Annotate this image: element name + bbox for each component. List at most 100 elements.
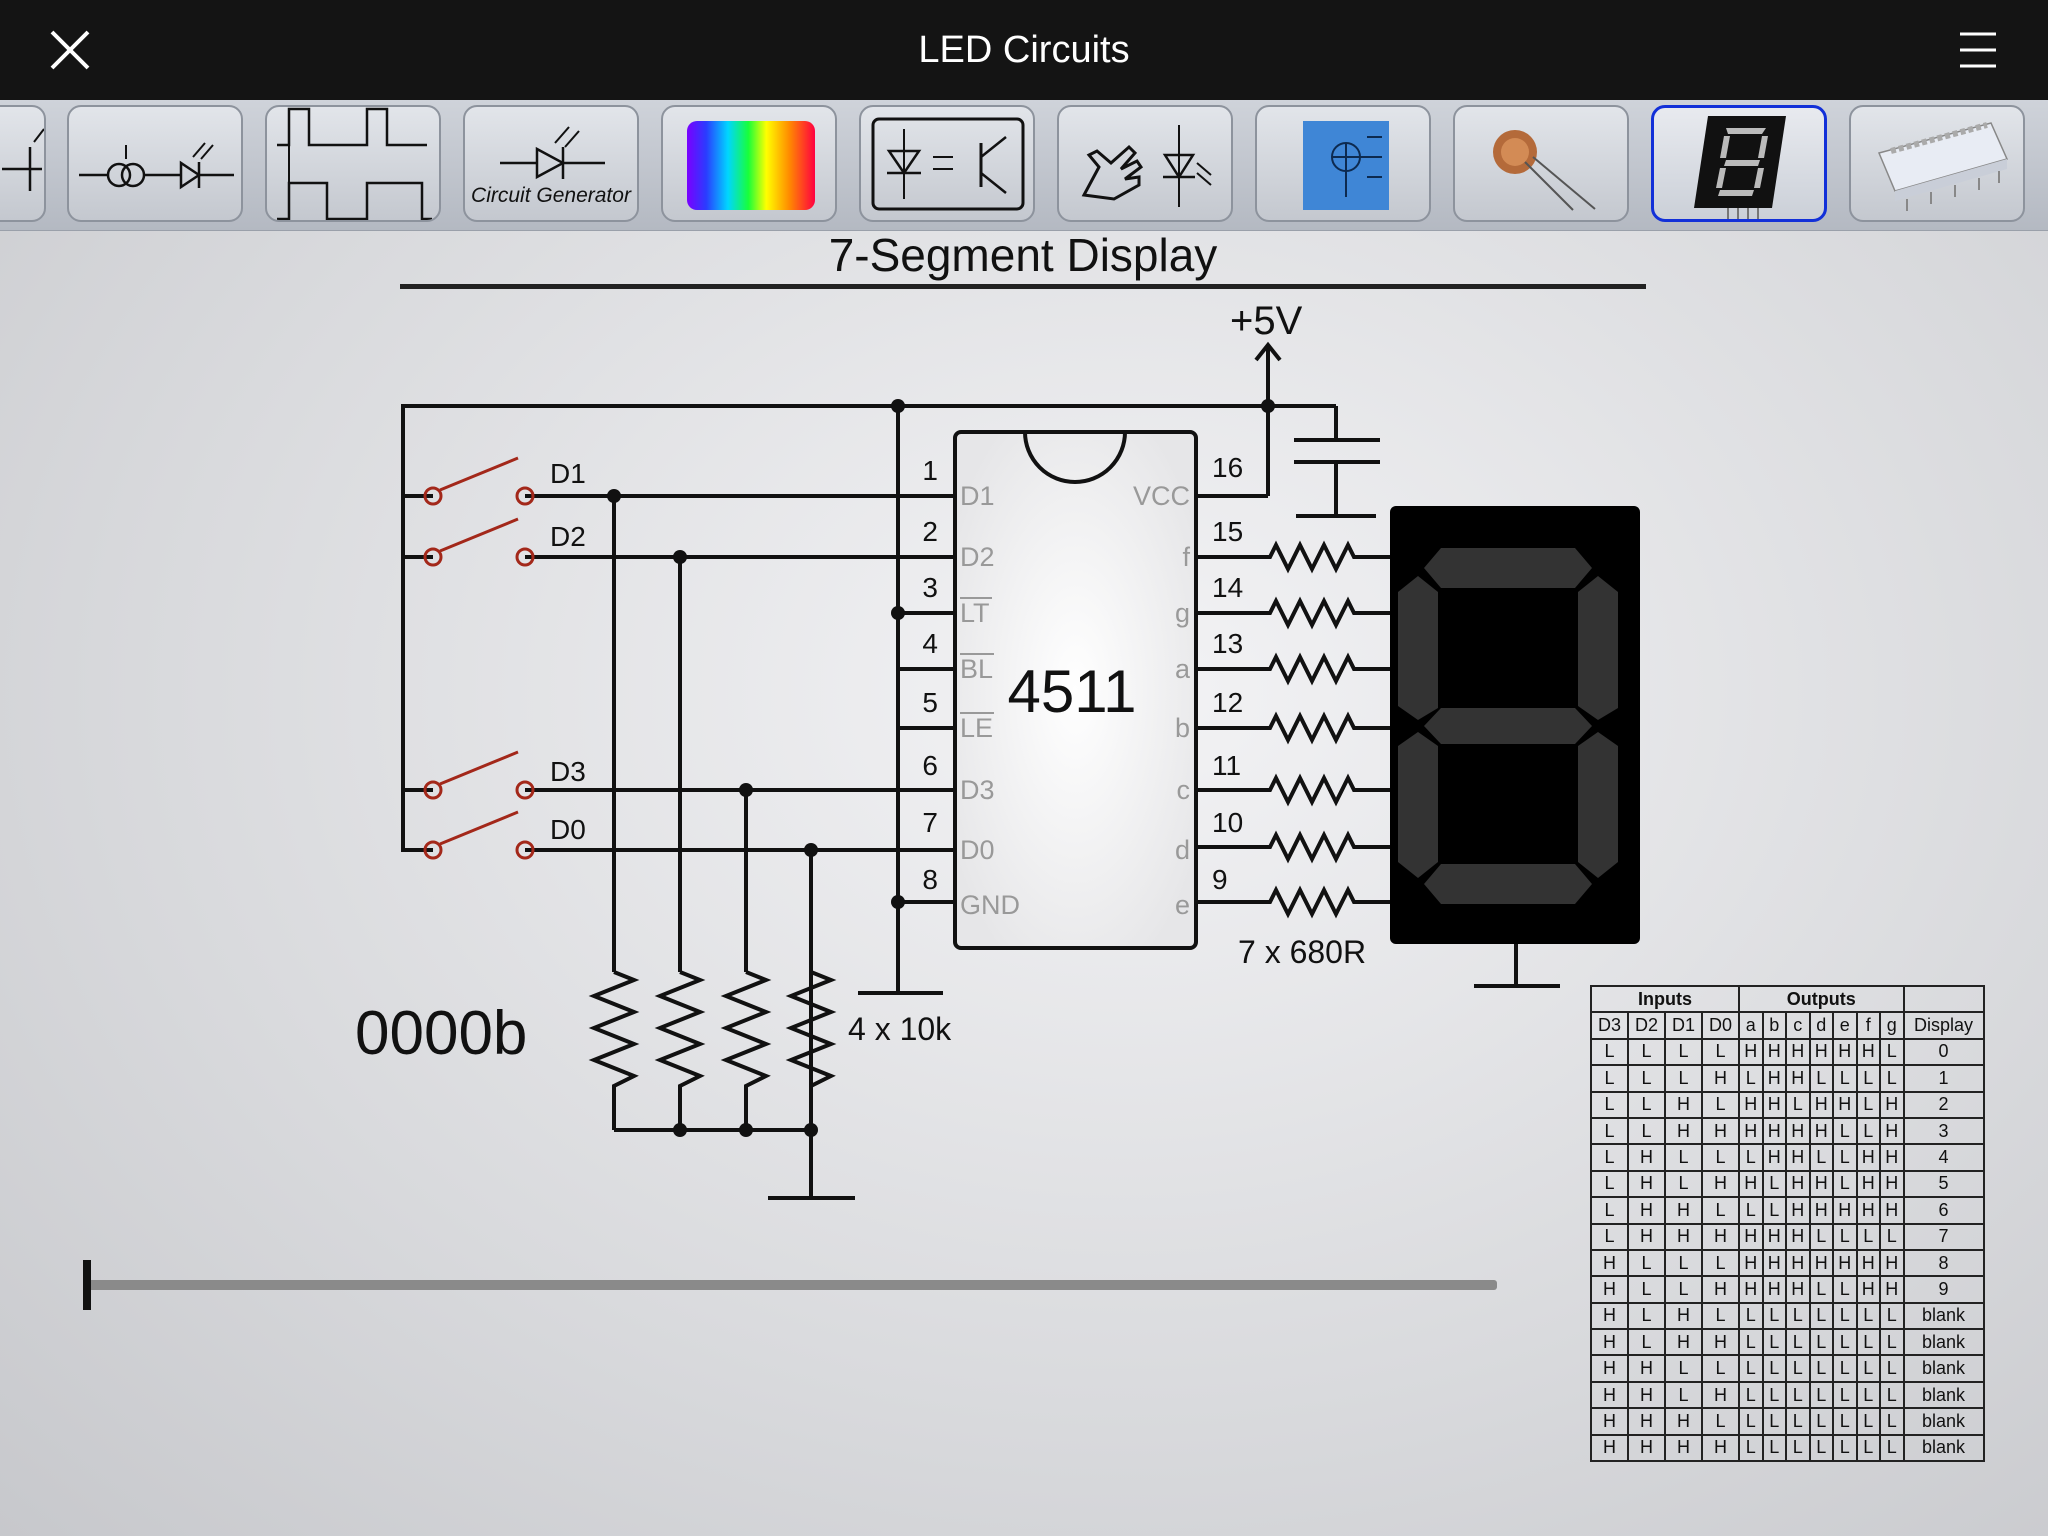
segment-b	[1578, 576, 1618, 720]
pin-number: 3	[922, 572, 938, 603]
input-switches[interactable]	[423, 456, 535, 860]
ic-4511-body	[953, 430, 1198, 950]
table-cell: L	[1761, 1354, 1787, 1383]
table-cell: H	[1590, 1248, 1629, 1278]
pin-name: D2	[960, 542, 995, 572]
tool-partial-button[interactable]	[0, 105, 46, 222]
table-cell: H	[1627, 1354, 1666, 1383]
led-symbol-icon	[500, 126, 605, 180]
table-cell: 8	[1902, 1248, 1985, 1278]
table-cell: L	[1590, 1196, 1629, 1225]
table-cell: H	[1855, 1143, 1881, 1172]
table-cell: L	[1855, 1064, 1881, 1093]
table-cell: H	[1832, 1037, 1858, 1067]
tool-component-chart-button[interactable]	[1255, 105, 1431, 222]
table-cell: L	[1738, 1407, 1764, 1436]
table-cell: L	[1785, 1380, 1811, 1410]
table-cell: H	[1785, 1116, 1811, 1146]
table-cell: H	[1785, 1169, 1811, 1199]
table-cell: H	[1738, 1169, 1764, 1199]
pin-name: D3	[960, 775, 995, 805]
table-cell: H	[1785, 1143, 1811, 1172]
tool-waveform-button[interactable]	[265, 105, 441, 222]
table-cell: L	[1832, 1301, 1858, 1331]
table-cell: H	[1664, 1301, 1703, 1331]
table-cell: L	[1808, 1275, 1834, 1304]
pin-number: 5	[922, 687, 938, 718]
resistor	[654, 970, 706, 1130]
table-cell: L	[1627, 1037, 1666, 1067]
slider-thumb[interactable]	[83, 1260, 91, 1310]
tool-spectrum-button[interactable]	[661, 105, 837, 222]
column-header: f	[1855, 1011, 1881, 1040]
table-cell: L	[1832, 1328, 1858, 1357]
resistor	[1196, 711, 1392, 745]
table-cell: L	[1832, 1064, 1858, 1093]
pin-name: b	[1175, 713, 1190, 743]
table-cell: H	[1738, 1248, 1764, 1278]
column-header: D2	[1627, 1011, 1666, 1040]
column-header: g	[1879, 1011, 1905, 1040]
table-cell: L	[1855, 1380, 1881, 1410]
led-bargraph-icon	[1877, 122, 2009, 211]
table-cell: H	[1808, 1090, 1834, 1119]
pin-name: BL	[960, 654, 993, 684]
segment-g	[1424, 708, 1592, 744]
switch-label-d0: D0	[550, 814, 586, 845]
table-cell: L	[1808, 1064, 1834, 1093]
table-cell: L	[1701, 1248, 1740, 1278]
light-dependent-resistor-icon	[1493, 130, 1596, 211]
tool-bargraph-button[interactable]	[1849, 105, 2025, 222]
segment-d	[1424, 864, 1592, 904]
table-cell: L	[1808, 1222, 1834, 1251]
table-cell: L	[1879, 1064, 1905, 1093]
tool-optocoupler-button[interactable]	[859, 105, 1035, 222]
table-cell: H	[1590, 1328, 1629, 1357]
hamburger-menu-icon[interactable]	[1958, 30, 1998, 70]
tool-circuit-generator-button[interactable]: Circuit Generator	[463, 105, 639, 222]
tool-ldr-button[interactable]	[1453, 105, 1629, 222]
table-cell: H	[1627, 1169, 1666, 1199]
segment-a	[1424, 548, 1592, 588]
table-cell: L	[1627, 1116, 1666, 1146]
resistor	[1196, 596, 1392, 630]
value-slider[interactable]	[83, 1260, 1497, 1310]
table-cell: L	[1701, 1301, 1740, 1331]
pin-number: 11	[1212, 750, 1241, 781]
resistor	[588, 970, 640, 1130]
table-cell: L	[1627, 1301, 1666, 1331]
seven-segment-display	[1390, 506, 1640, 944]
pin-name: D1	[960, 481, 995, 511]
table-cell: L	[1855, 1407, 1881, 1436]
table-cell: H	[1855, 1196, 1881, 1225]
table-cell: H	[1627, 1196, 1666, 1225]
table-cell: H	[1701, 1116, 1740, 1146]
table-cell: H	[1738, 1037, 1764, 1067]
pin-number: 8	[922, 864, 938, 895]
resistor	[1196, 540, 1392, 574]
resistor	[720, 970, 772, 1130]
current-source-led-icon	[79, 142, 234, 190]
column-header: D3	[1590, 1011, 1629, 1040]
table-cell: H	[1701, 1169, 1740, 1199]
pin-name: D0	[960, 835, 995, 865]
table-cell: L	[1701, 1143, 1740, 1172]
table-cell: L	[1627, 1328, 1666, 1357]
tool-current-source-button[interactable]	[67, 105, 243, 222]
table-cell: L	[1590, 1064, 1629, 1093]
table-cell: H	[1701, 1275, 1740, 1304]
table-cell: L	[1738, 1328, 1764, 1357]
table-cell: blank	[1902, 1407, 1985, 1436]
tool-seven-segment-button[interactable]	[1651, 105, 1827, 222]
table-cell: L	[1738, 1433, 1764, 1463]
table-cell: L	[1738, 1301, 1764, 1331]
outputs-group-header: Outputs	[1738, 984, 1905, 1014]
table-cell: 5	[1902, 1169, 1985, 1199]
pin-name: e	[1175, 890, 1190, 920]
tool-touch-led-button[interactable]	[1057, 105, 1233, 222]
table-cell: L	[1664, 1169, 1703, 1199]
close-icon[interactable]	[46, 26, 94, 74]
table-cell: H	[1701, 1380, 1740, 1410]
